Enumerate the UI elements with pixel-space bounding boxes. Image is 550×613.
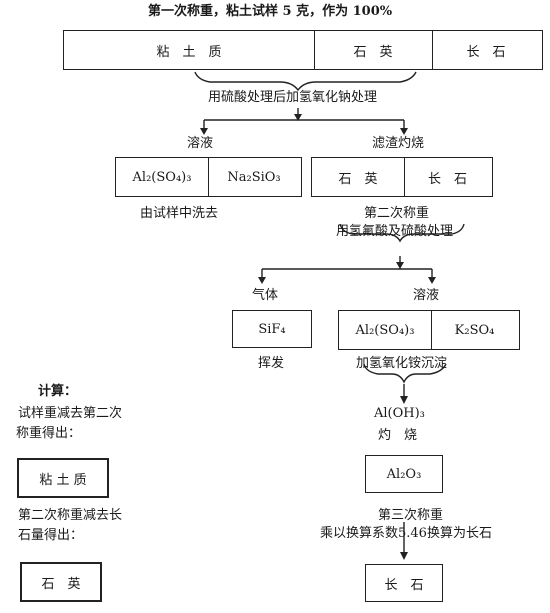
feldspar-final-box: 长 石 xyxy=(365,564,443,602)
header-text: 第一次称重，粘土试样 5 克，作为 100% xyxy=(148,4,393,19)
cell-na-silicate: Na₂SiO₃ xyxy=(227,169,281,185)
divider xyxy=(404,158,405,196)
cell-al2o3: Al₂O₃ xyxy=(386,466,422,482)
solution-label: 溶液 xyxy=(187,136,214,151)
calc-title: 计算： xyxy=(38,384,78,399)
residue-box: 石 英 长 石 xyxy=(311,157,493,197)
arrow-step2 xyxy=(396,262,404,269)
cell-clay: 粘 土 质 xyxy=(156,44,222,60)
cell-quartz: 石 英 xyxy=(353,44,393,60)
cell-feldspar-2: 长 石 xyxy=(427,171,467,187)
calc-quartz-box: 石 英 xyxy=(20,562,102,602)
weigh3-text: 第三次称重 xyxy=(378,508,444,523)
gas-box: SiF₄ xyxy=(232,310,312,348)
arrow-gas xyxy=(258,277,266,284)
wash-note: 由试样中洗去 xyxy=(140,206,219,221)
cell-k-sulfate: K₂SO₄ xyxy=(454,322,495,338)
bracket-step2 xyxy=(339,223,465,243)
calc-line3: 第二次称重减去长 xyxy=(18,508,123,523)
gas-label: 气体 xyxy=(252,288,279,303)
arrow-feldspar xyxy=(400,552,408,560)
bracket-row1 xyxy=(194,71,417,92)
oxide-box: Al₂O₃ xyxy=(365,455,443,493)
step1-text: 用硫酸处理后加氢氧化钠处理 xyxy=(208,90,378,105)
cell-feldspar-final: 长 石 xyxy=(384,577,424,593)
multiply-text: 乘以换算系数5.46换算为长石 xyxy=(320,526,492,541)
cell-al-sulfate: Al₂(SO₄)₃ xyxy=(132,169,192,185)
cell-sif4: SiF₄ xyxy=(258,321,286,337)
solution-box: Al₂(SO₄)₃ Na₂SiO₃ xyxy=(115,157,302,197)
divider xyxy=(432,31,433,69)
arrow-solution xyxy=(200,128,208,135)
calc-line1: 试样重减去第二次 xyxy=(18,406,123,421)
residue-label: 滤渣灼烧 xyxy=(372,136,425,151)
cell-al-sulfate-2: Al₂(SO₄)₃ xyxy=(355,322,415,338)
calc-clay: 粘 土 质 xyxy=(39,472,87,488)
divider xyxy=(208,158,209,196)
solution2-box: Al₂(SO₄)₃ K₂SO₄ xyxy=(338,310,520,350)
arrow-solution2 xyxy=(428,277,436,284)
calc-line4: 石量得出： xyxy=(18,528,84,543)
burn-text: 灼 烧 xyxy=(378,428,418,443)
row1-box: 粘 土 质 石 英 长 石 xyxy=(63,30,543,70)
hydroxide-text: Al(OH)₃ xyxy=(374,406,425,421)
arrow-step1 xyxy=(294,114,302,121)
calc-clay-box: 粘 土 质 xyxy=(17,458,109,498)
calc-line2: 称重得出： xyxy=(16,426,82,441)
cell-quartz-2: 石 英 xyxy=(338,171,378,187)
volatile-note: 挥发 xyxy=(258,356,285,371)
calc-quartz: 石 英 xyxy=(41,576,81,592)
step3-text: 加氢氧化铵沉淀 xyxy=(356,356,448,371)
cell-feldspar: 长 石 xyxy=(466,44,506,60)
divider xyxy=(314,31,315,69)
weigh2-text: 第二次称重 xyxy=(364,206,430,221)
divider xyxy=(431,311,432,349)
arrow-hydroxide xyxy=(400,396,408,404)
solution2-label: 溶液 xyxy=(413,288,440,303)
arrow-residue xyxy=(400,128,408,135)
step2-text: 用氢氟酸及硫酸处理 xyxy=(336,224,454,239)
bracket-step3 xyxy=(363,363,447,384)
